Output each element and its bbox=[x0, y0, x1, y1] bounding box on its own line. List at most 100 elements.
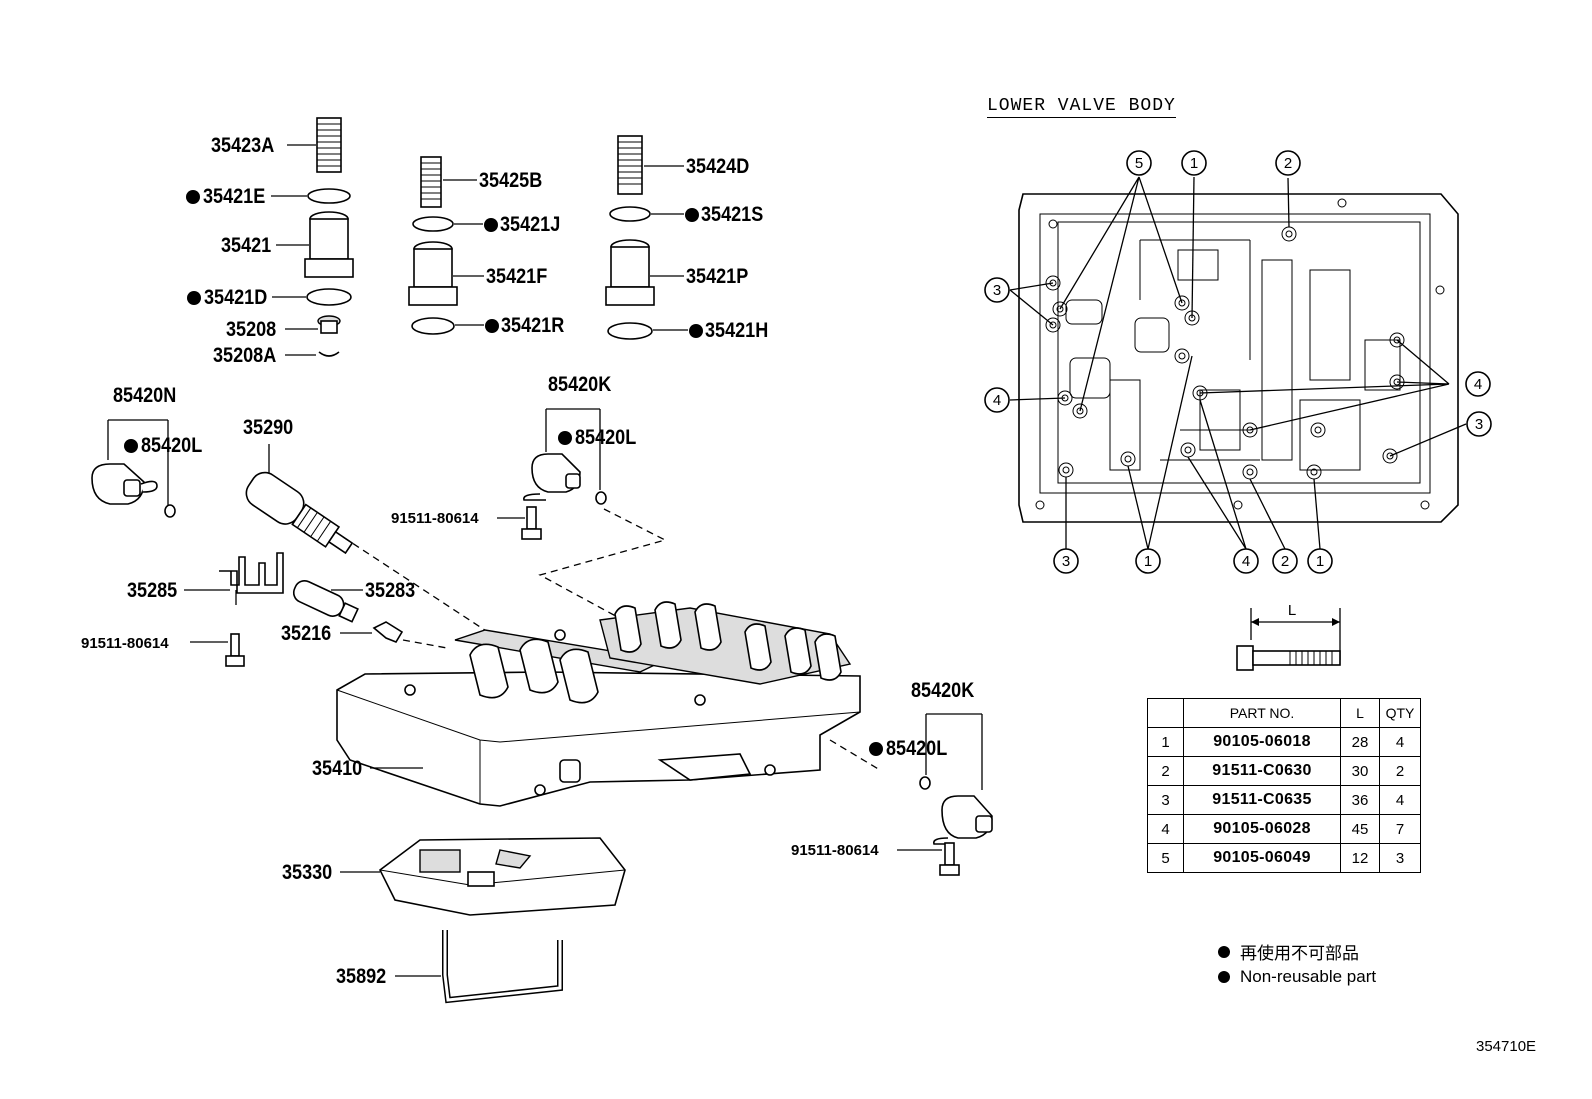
callout-4: 4 bbox=[1474, 376, 1482, 393]
row-qty: 7 bbox=[1379, 814, 1421, 844]
callout-1: 1 bbox=[1316, 553, 1324, 570]
table-row: 2 91511-C0630 30 2 bbox=[1147, 756, 1421, 786]
row-part-no: 90105-06028 bbox=[1183, 814, 1341, 844]
label-35421R: 35421R bbox=[501, 314, 564, 338]
non-reusable-dot-icon bbox=[484, 218, 498, 232]
callout-3: 3 bbox=[993, 282, 1001, 299]
label-35892: 35892 bbox=[336, 965, 386, 989]
bracket-35285 bbox=[219, 552, 284, 594]
col-header-part-no: PART NO. bbox=[1183, 698, 1341, 728]
row-length: 45 bbox=[1340, 814, 1380, 844]
label-35421H: 35421H bbox=[705, 319, 768, 343]
label-85420K-a: 85420K bbox=[548, 373, 611, 397]
dimension-label-L: L bbox=[1288, 602, 1296, 619]
table-row: 3 91511-C0635 36 4 bbox=[1147, 785, 1421, 815]
label-35421E: 35421E bbox=[203, 185, 265, 209]
filled-circle-icon bbox=[1218, 970, 1230, 983]
non-reusable-dot-icon bbox=[558, 431, 572, 445]
label-35421: 35421 bbox=[221, 234, 271, 258]
callout-2: 2 bbox=[1281, 553, 1289, 570]
bolt-dimension-sketch bbox=[1236, 608, 1341, 671]
non-reusable-dot-icon bbox=[187, 291, 201, 305]
oring-85420L-c bbox=[919, 776, 931, 790]
callout-2: 2 bbox=[1284, 155, 1292, 172]
label-35285: 35285 bbox=[127, 579, 177, 603]
label-35208: 35208 bbox=[226, 318, 276, 342]
label-35425B: 35425B bbox=[479, 169, 542, 193]
legend-row-english: Non-reusable part bbox=[1218, 964, 1376, 989]
label-91511-80614-b: 91511-80614 bbox=[81, 635, 169, 652]
oring-85420L-a bbox=[164, 504, 176, 518]
oring-35421S bbox=[609, 206, 651, 222]
row-qty: 4 bbox=[1379, 727, 1421, 757]
row-no: 4 bbox=[1147, 814, 1184, 844]
callout-1: 1 bbox=[1144, 553, 1152, 570]
row-length: 12 bbox=[1340, 843, 1380, 873]
valve-35283 bbox=[292, 580, 359, 623]
callout-4: 4 bbox=[1242, 553, 1250, 570]
non-reusable-dot-icon bbox=[685, 208, 699, 222]
bolt-91511-80614-left bbox=[225, 633, 245, 667]
row-no: 5 bbox=[1147, 843, 1184, 873]
clip-35216 bbox=[372, 621, 404, 643]
row-no: 3 bbox=[1147, 785, 1184, 815]
spring-35424D bbox=[617, 135, 643, 195]
non-reusable-dot-icon bbox=[689, 324, 703, 338]
legend: 再使用不可部品 Non-reusable part bbox=[1218, 939, 1376, 989]
plug-35208 bbox=[317, 315, 341, 334]
strainer-35330 bbox=[378, 837, 626, 916]
label-35421P: 35421P bbox=[686, 265, 748, 289]
sleeve-35421 bbox=[304, 211, 354, 278]
sleeve-35421F bbox=[408, 241, 458, 306]
table-row: 1 90105-06018 28 4 bbox=[1147, 727, 1421, 757]
label-35410: 35410 bbox=[312, 757, 362, 781]
label-35421J: 35421J bbox=[500, 213, 560, 237]
non-reusable-dot-icon bbox=[186, 190, 200, 204]
lower-valve-body-plan: 5 1 2 3 4 4 3 3 1 4 2 1 bbox=[984, 150, 1492, 574]
bolt-91511-80614-top bbox=[521, 506, 542, 540]
label-35421S: 35421S bbox=[701, 203, 763, 227]
solenoid-85420N bbox=[91, 463, 158, 505]
oring-35421H bbox=[607, 322, 653, 340]
row-length: 28 bbox=[1340, 727, 1380, 757]
label-35423A: 35423A bbox=[211, 134, 274, 158]
oring-35421E bbox=[307, 188, 351, 204]
oring-85420L-b bbox=[595, 491, 607, 505]
row-qty: 4 bbox=[1379, 785, 1421, 815]
row-part-no: 90105-06018 bbox=[1183, 727, 1341, 757]
callout-4: 4 bbox=[993, 392, 1001, 409]
filled-circle-icon bbox=[1218, 945, 1230, 958]
row-part-no: 91511-C0630 bbox=[1183, 756, 1341, 786]
label-85420L-a: 85420L bbox=[141, 434, 202, 458]
row-part-no: 90105-06049 bbox=[1183, 843, 1341, 873]
bolt-table: PART NO. L QTY 1 90105-06018 28 4 2 9151… bbox=[1147, 698, 1421, 873]
label-91511-80614-c: 91511-80614 bbox=[791, 842, 879, 859]
label-85420L-c: 85420L bbox=[886, 737, 947, 761]
row-qty: 2 bbox=[1379, 756, 1421, 786]
lower-valve-body-title: LOWER VALVE BODY bbox=[987, 96, 1176, 118]
non-reusable-dot-icon bbox=[869, 742, 883, 756]
sleeve-35421P bbox=[605, 239, 655, 306]
label-35421D: 35421D bbox=[204, 286, 267, 310]
row-length: 30 bbox=[1340, 756, 1380, 786]
solenoid-85420K-upper bbox=[523, 453, 581, 501]
row-length: 36 bbox=[1340, 785, 1380, 815]
col-header-length: L bbox=[1340, 698, 1380, 728]
legend-text-english: Non-reusable part bbox=[1240, 966, 1377, 986]
label-85420K-b: 85420K bbox=[911, 679, 974, 703]
callout-3: 3 bbox=[1475, 416, 1483, 433]
spring-35423A bbox=[316, 117, 342, 173]
label-85420N: 85420N bbox=[113, 384, 176, 408]
col-header-no bbox=[1147, 698, 1184, 728]
solenoid-35290 bbox=[245, 471, 354, 555]
legend-text-japanese: 再使用不可部品 bbox=[1240, 944, 1359, 963]
col-header-qty: QTY bbox=[1379, 698, 1421, 728]
callout-5: 5 bbox=[1135, 155, 1143, 172]
clip-35208A bbox=[318, 351, 340, 357]
valve-body-35410 bbox=[336, 601, 861, 807]
bolt-table-header: PART NO. L QTY bbox=[1147, 698, 1421, 728]
label-35283: 35283 bbox=[365, 579, 415, 603]
label-91511-80614-a: 91511-80614 bbox=[391, 510, 479, 527]
oring-35421D bbox=[306, 288, 352, 306]
